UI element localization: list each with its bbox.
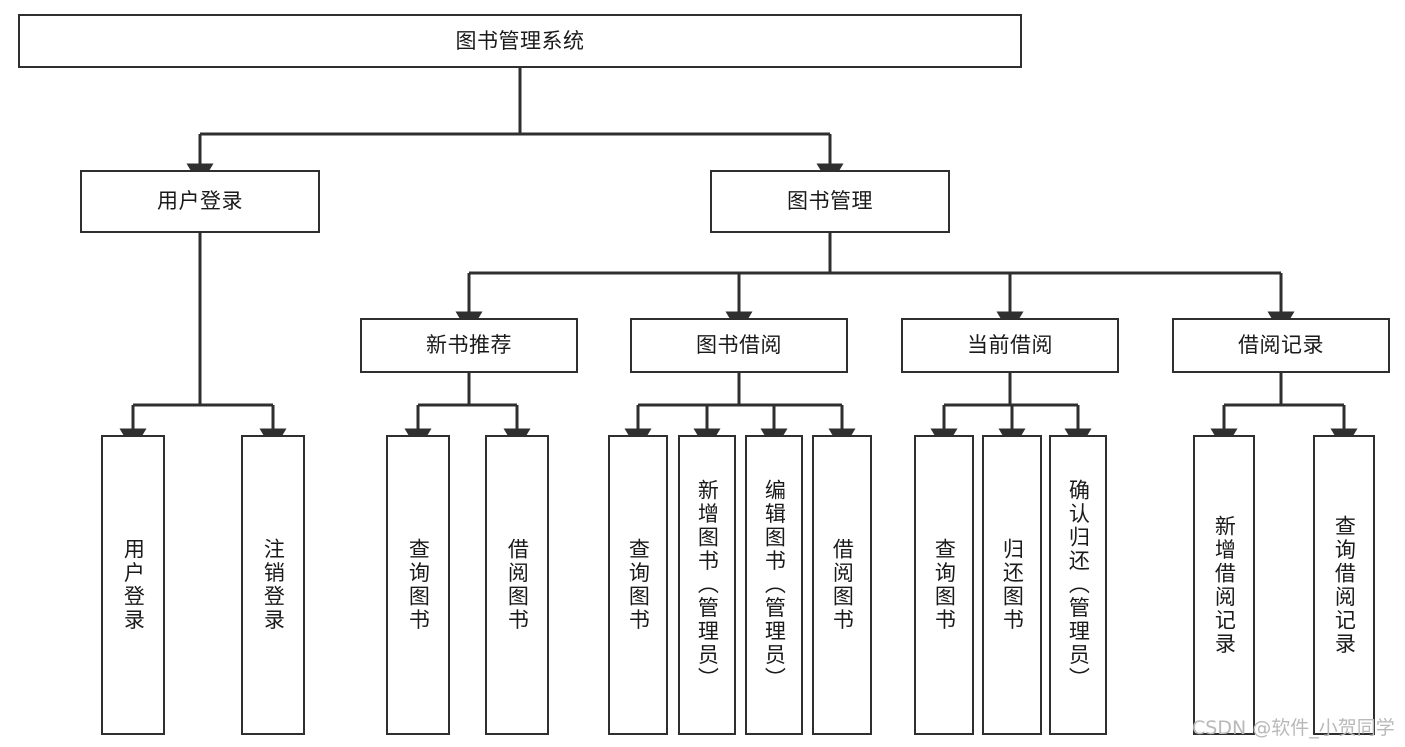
node-leaf-borrow-book-2[interactable]: 借阅图书 [812,435,872,735]
node-leaf-add-record[interactable]: 新增借阅记录 [1193,435,1255,735]
node-leaf-query-record[interactable]: 查询借阅记录 [1313,435,1375,735]
node-leaf-edit-book[interactable]: 编辑图书（管理员） [745,435,803,735]
node-label-leaf-return-book: 归还图书 [1000,538,1025,632]
node-l3-current-borrow[interactable]: 当前借阅 [901,318,1119,373]
node-leaf-confirm-return[interactable]: 确认归还（管理员） [1049,435,1107,735]
node-label-l3-book-borrow: 图书借阅 [696,333,782,358]
node-label-leaf-query-book-2: 查询图书 [626,538,651,632]
node-label-leaf-user-login: 用户登录 [121,538,146,632]
node-label-l3-borrow-record: 借阅记录 [1238,333,1324,358]
node-root[interactable]: 图书管理系统 [18,14,1022,68]
node-label-leaf-query-record: 查询借阅记录 [1332,514,1357,656]
node-l2-book-manage[interactable]: 图书管理 [710,170,950,233]
node-leaf-user-login[interactable]: 用户登录 [101,435,165,735]
node-label-leaf-edit-book: 编辑图书（管理员） [762,479,787,691]
node-label-l3-new-book-rec: 新书推荐 [426,333,512,358]
node-l2-user-login[interactable]: 用户登录 [80,170,320,233]
node-leaf-add-book[interactable]: 新增图书（管理员） [678,435,736,735]
node-label-leaf-borrow-book-1: 借阅图书 [505,538,530,632]
node-label-l2-book-manage: 图书管理 [787,189,873,214]
node-label-l3-current-borrow: 当前借阅 [967,333,1053,358]
connector-lines [119,68,1358,451]
node-label-leaf-borrow-book-2: 借阅图书 [830,538,855,632]
node-leaf-return-book[interactable]: 归还图书 [982,435,1042,735]
node-l3-book-borrow[interactable]: 图书借阅 [630,318,848,373]
node-leaf-query-book-3[interactable]: 查询图书 [914,435,974,735]
node-label-leaf-query-book-3: 查询图书 [932,538,957,632]
node-label-leaf-confirm-return: 确认归还（管理员） [1066,479,1091,691]
node-label-leaf-logout: 注销登录 [261,538,286,632]
node-label-leaf-query-book-1: 查询图书 [406,538,431,632]
node-l3-borrow-record[interactable]: 借阅记录 [1172,318,1390,373]
node-leaf-logout[interactable]: 注销登录 [241,435,305,735]
node-label-leaf-add-record: 新增借阅记录 [1212,514,1237,656]
node-leaf-query-book-1[interactable]: 查询图书 [386,435,450,735]
node-label-leaf-add-book: 新增图书（管理员） [695,479,720,691]
node-label-root: 图书管理系统 [455,28,585,53]
node-leaf-query-book-2[interactable]: 查询图书 [608,435,668,735]
node-leaf-borrow-book-1[interactable]: 借阅图书 [485,435,549,735]
node-l3-new-book-rec[interactable]: 新书推荐 [360,318,578,373]
node-label-l2-user-login: 用户登录 [157,189,243,214]
